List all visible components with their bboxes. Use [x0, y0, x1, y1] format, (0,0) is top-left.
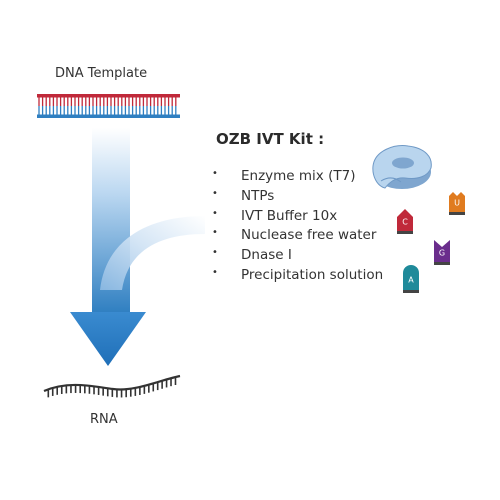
- nucleotide-c-icon: C: [397, 209, 413, 234]
- nucleotide-a-letter: A: [408, 276, 414, 285]
- bullet-icon: •: [212, 187, 218, 199]
- kit-item-label: Enzyme mix (T7): [241, 168, 356, 184]
- kit-item-label: Dnase I: [241, 247, 292, 264]
- kit-item: • Enzyme mix (T7): [212, 167, 383, 187]
- dna-base-pairs: [38, 97, 177, 115]
- kit-item: • Precipitation solution: [212, 266, 383, 286]
- dna-strand-bottom: [37, 114, 180, 118]
- enzyme-icon: [372, 145, 432, 189]
- kit-item: • NTPs: [212, 187, 383, 207]
- arrow-branch: [100, 216, 205, 290]
- kit-item: • Nuclease free water: [212, 226, 383, 246]
- rna-strand-icon: [43, 374, 181, 398]
- nucleotide-a-icon: A: [403, 265, 419, 293]
- arrow-head: [70, 312, 146, 366]
- nucleotide-c-letter: C: [402, 218, 408, 227]
- dna-template-icon: [37, 94, 180, 118]
- dna-template-label: DNA Template: [55, 66, 148, 81]
- rna-label: RNA: [90, 412, 118, 427]
- dna-strand-top: [37, 94, 180, 98]
- kit-component-list: • Enzyme mix (T7) • NTPs • IVT Buffer 10x •…: [212, 167, 383, 286]
- nucleotide-u-letter: U: [454, 199, 460, 208]
- kit-item-label: Precipitation solution: [241, 266, 384, 283]
- bullet-icon: •: [212, 168, 218, 179]
- bullet-icon: •: [212, 207, 218, 219]
- kit-item: • IVT Buffer 10x: [212, 207, 383, 227]
- bullet-icon: •: [212, 266, 218, 278]
- nucleotide-g-icon: G: [434, 240, 450, 265]
- kit-title: OZB IVT Kit :: [216, 130, 325, 148]
- kit-item-label: NTPs: [241, 187, 275, 204]
- kit-item: • Dnase I: [212, 246, 383, 266]
- nucleotide-u-icon: U: [449, 192, 465, 215]
- rna-backbone: [43, 374, 181, 393]
- bullet-icon: •: [212, 227, 218, 239]
- kit-item-label: IVT Buffer 10x: [241, 207, 338, 224]
- nucleotide-g-letter: G: [439, 249, 445, 258]
- bullet-icon: •: [212, 247, 218, 259]
- rna-bases: [47, 377, 177, 398]
- kit-item-label: Nuclease free water: [241, 227, 377, 244]
- transcription-arrow-icon: [70, 128, 205, 366]
